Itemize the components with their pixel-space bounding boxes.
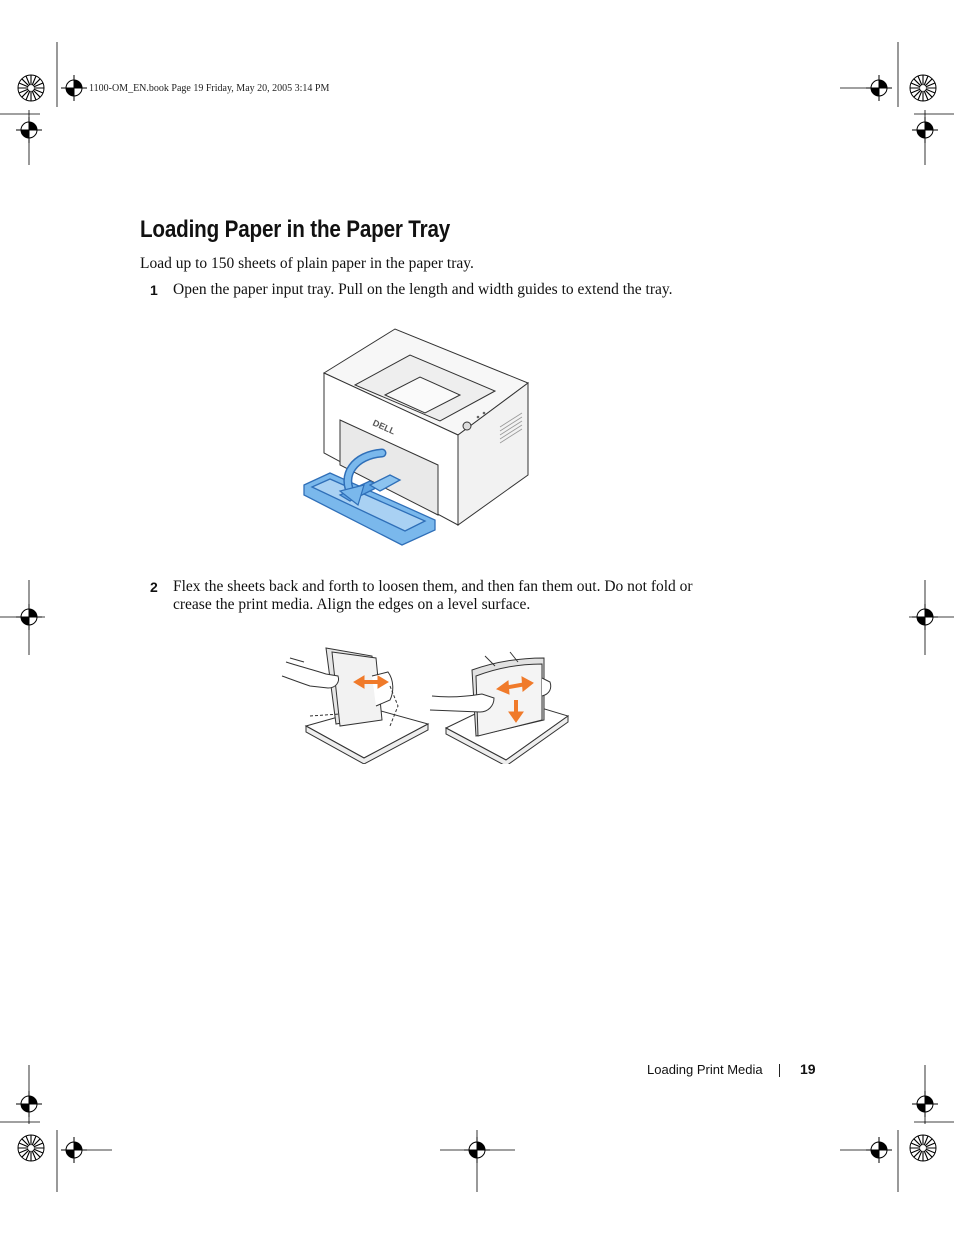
star-mark-bottom-left (17, 1134, 45, 1162)
footer-separator (779, 1064, 780, 1077)
step-2: 2 Flex the sheets back and forth to loos… (150, 578, 730, 618)
paper-fan-illustration (281, 647, 570, 764)
star-mark-top-left (17, 74, 45, 102)
star-mark-bottom-right (909, 1134, 937, 1162)
registration-mark (865, 1136, 893, 1164)
step-number: 2 (150, 579, 158, 595)
registration-mark (60, 1136, 88, 1164)
footer-chapter: Loading Print Media (647, 1062, 763, 1077)
registration-mark (60, 74, 88, 102)
step-number: 1 (150, 282, 158, 298)
registration-mark (865, 74, 893, 102)
intro-text: Load up to 150 sheets of plain paper in … (140, 255, 474, 272)
page-title: Loading Paper in the Paper Tray (140, 216, 451, 243)
step-1: 1 Open the paper input tray. Pull on the… (150, 281, 730, 301)
page-number: 19 (800, 1061, 816, 1077)
printer-tray-illustration: DELL (303, 328, 530, 546)
step-text: Open the paper input tray. Pull on the l… (173, 281, 673, 298)
star-mark-top-right (909, 74, 937, 102)
print-slug: 1100-OM_EN.book Page 19 Friday, May 20, … (89, 83, 330, 94)
step-text: Flex the sheets back and forth to loosen… (173, 578, 693, 613)
